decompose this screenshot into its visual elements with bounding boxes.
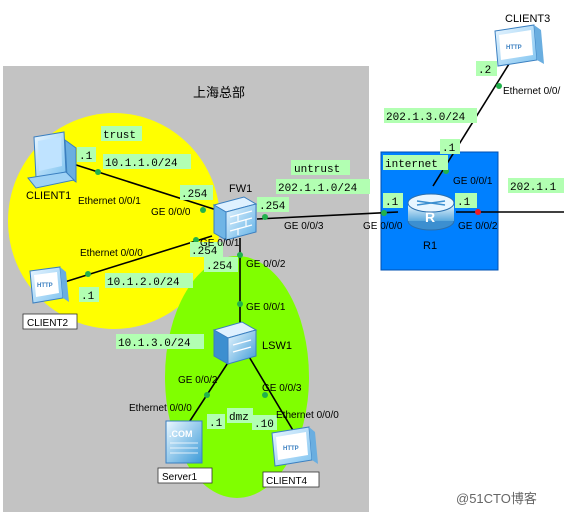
net-trust1-label: 10.1.1.0/24 [105,158,178,170]
port-dots [85,83,502,398]
port-lsw-ge002: GE 0/0/2 [178,375,218,386]
ip-client2: .1 [81,291,95,303]
port-client2-eth: Ethernet 0/0/0 [80,248,143,259]
lsw1-switch-icon[interactable] [212,321,258,365]
untrust-zone-label: untrust [294,164,340,176]
zone-and-net-labels: trust 10.1.1.0/24 .1 .254 untrust 202.1.… [77,61,564,431]
lsw1-label: LSW1 [262,340,292,352]
client4-label: CLIENT4 [266,476,308,487]
port-fw-ge000: GE 0/0/0 [151,207,191,218]
net-untrust-label: 202.1.1.0/24 [278,183,358,195]
net-trust2-label: 10.1.2.0/24 [107,277,180,289]
client2-http-icon[interactable]: HTTP [29,266,69,304]
port-labels: Ethernet 0/0/1 GE 0/0/0 GE 0/0/1 Etherne… [78,86,560,421]
trust-zone-label: trust [103,130,136,142]
hq-region-title: 上海总部 [193,85,245,100]
ip-fw-dmz: .254 [206,261,233,273]
port-r1-ge001: GE 0/0/1 [453,176,493,187]
ip-r1-top: .1 [442,143,456,155]
link-lsw1-client4 [247,354,295,433]
server1-label: Server1 [162,472,197,483]
client4-label-box [262,471,320,488]
ip-client1: .1 [79,151,93,163]
port-lsw-ge001: GE 0/0/1 [246,302,286,313]
port-client4-eth: Ethernet 0/0/0 [276,410,339,421]
watermark: @51CTO博客 [456,491,537,506]
net-right-label: 202.1.1 [510,182,557,194]
net-dmz-label: 10.1.3.0/24 [118,338,191,350]
internet-zone-label: internet [385,159,438,171]
client4-http-icon[interactable]: HTTP [271,426,318,467]
svg-text:R: R [425,209,435,225]
net-client3-label: 202.1.3.0/24 [386,112,466,124]
svg-text:HTTP: HTTP [37,283,53,289]
svg-text:HTTP: HTTP [283,446,299,452]
port-fw-ge002: GE 0/0/2 [246,259,286,270]
port-client1-eth: Ethernet 0/0/1 [78,196,141,207]
ip-server1: .1 [209,418,223,430]
port-r1-ge002: GE 0/0/2 [458,221,498,232]
port-server1-eth: Ethernet 0/0/0 [129,403,192,414]
r1-label: R1 [423,240,437,252]
link-client2-fw1 [54,235,213,286]
client1-label: CLIENT1 [26,190,71,202]
port-fw-ge003: GE 0/0/3 [284,221,324,232]
ip-r1-left: .1 [385,197,399,209]
ip-fw-untrust: .254 [259,201,286,213]
r1-router-icon[interactable]: R [407,193,455,231]
ip-client4: .10 [254,419,274,431]
dmz-zone-label: dmz [229,412,249,424]
ip-fw-trust1: .254 [181,189,208,201]
port-fw-ge001: GE 0/0/1 [200,238,240,249]
client3-label: CLIENT3 [505,13,550,25]
ip-r1-right: .1 [457,197,471,209]
fw1-label: FW1 [229,183,252,195]
ip-fw-trust2: .254 [191,246,218,258]
client3-http-icon[interactable]: HTTP [494,24,544,67]
svg-text:HTTP: HTTP [506,45,522,51]
server1-icon[interactable]: .COM [165,420,203,464]
ip-client3: .2 [478,65,491,77]
fw1-firewall-icon[interactable] [212,196,258,241]
link-fw1-r1 [256,211,399,220]
server1-label-box [157,467,213,484]
svg-text:.COM: .COM [169,429,193,439]
client1-pc-icon[interactable] [27,131,77,189]
port-r1-ge000: GE 0/0/0 [363,221,403,232]
client2-label-box [22,313,78,330]
port-lsw-ge003: GE 0/0/3 [262,383,302,394]
port-client3-eth: Ethernet 0/0/ [503,86,560,97]
client2-label: CLIENT2 [27,318,69,329]
